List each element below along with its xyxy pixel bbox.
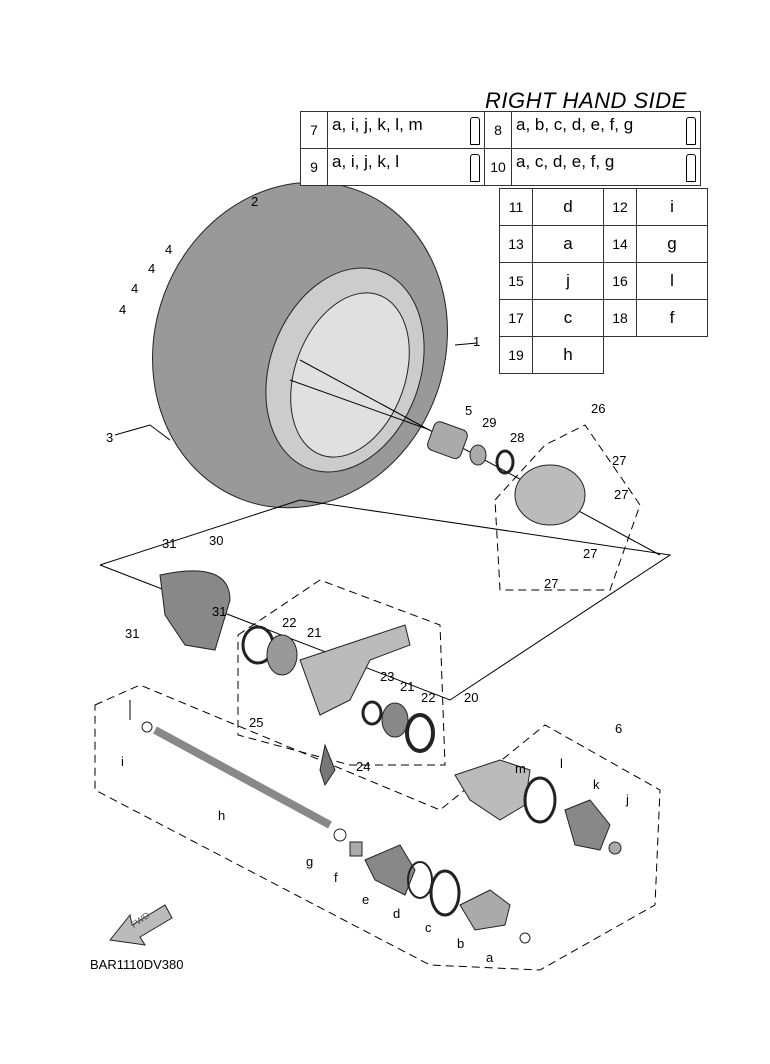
map-num: 12 [603, 188, 637, 226]
map-num: 11 [499, 188, 533, 226]
callout-e: e [362, 892, 370, 907]
callout-k: k [593, 777, 600, 792]
map-part: h [532, 336, 604, 374]
callout-25: 25 [249, 715, 264, 730]
callout-j: j [626, 792, 629, 807]
callout-27: 27 [612, 453, 627, 468]
callout-2: 2 [251, 194, 259, 209]
callout-31: 31 [212, 604, 227, 619]
grease-tube-icon [686, 117, 696, 145]
callout-h: h [218, 808, 226, 823]
tire [152, 181, 448, 509]
callout-24: 24 [356, 759, 371, 774]
callout-29: 29 [482, 415, 497, 430]
callout-1: 1 [473, 334, 481, 349]
callout-26: 26 [591, 401, 606, 416]
callout-4: 4 [165, 242, 173, 257]
callout-27: 27 [614, 487, 629, 502]
callout-3: 3 [106, 430, 114, 445]
callout-30: 30 [209, 533, 224, 548]
callout-21: 21 [307, 625, 322, 640]
grease-tube-icon [686, 154, 696, 182]
map-part: g [636, 225, 708, 263]
map-num: 18 [603, 299, 637, 337]
callout-b: b [457, 936, 465, 951]
grease-ref-num: 10 [484, 148, 512, 186]
callout-20: 20 [464, 690, 479, 705]
grease-parts: a, b, c, d, e, f, g [516, 115, 634, 134]
grease-parts: a, i, j, k, l [332, 152, 400, 171]
callout-5: 5 [465, 403, 473, 418]
grease-parts: a, i, j, k, l, m [332, 115, 423, 134]
map-num: 17 [499, 299, 533, 337]
callout-6: 6 [615, 721, 623, 736]
map-num: 13 [499, 225, 533, 263]
callout-27: 27 [544, 576, 559, 591]
callout-22: 22 [282, 615, 297, 630]
grease-tube-icon [470, 117, 480, 145]
callout-i: i [121, 754, 124, 769]
map-num: 14 [603, 225, 637, 263]
callout-23: 23 [380, 669, 395, 684]
callout-f: f [334, 870, 338, 885]
map-part: i [636, 188, 708, 226]
callout-d: d [393, 906, 401, 921]
callout-31: 31 [162, 536, 177, 551]
callout-22: 22 [421, 690, 436, 705]
map-num: 19 [499, 336, 533, 374]
grease-ref-num: 8 [484, 111, 512, 149]
grease-tube-icon [470, 154, 480, 182]
map-part: c [532, 299, 604, 337]
callout-4: 4 [131, 281, 139, 296]
callout-28: 28 [510, 430, 525, 445]
map-part: f [636, 299, 708, 337]
callout-27: 27 [583, 546, 598, 561]
map-num: 15 [499, 262, 533, 300]
map-part: a [532, 225, 604, 263]
callout-c: c [425, 920, 432, 935]
callout-l: l [560, 756, 563, 771]
map-part: l [636, 262, 708, 300]
callout-a: a [486, 950, 494, 965]
map-part: j [532, 262, 604, 300]
map-num: 16 [603, 262, 637, 300]
callout-4: 4 [148, 261, 156, 276]
callout-m: m [515, 761, 526, 776]
grease-table: 7 a, i, j, k, l, m 8 a, b, c, d, e, f, g… [300, 111, 701, 186]
grease-parts: a, c, d, e, f, g [516, 152, 615, 171]
grease-ref-num: 9 [300, 148, 328, 186]
diagram-code: BAR1110DV380 [90, 957, 184, 972]
callout-4: 4 [119, 302, 127, 317]
page-title: RIGHT HAND SIDE [485, 88, 687, 113]
callout-21: 21 [400, 679, 415, 694]
map-part: d [532, 188, 604, 226]
callout-31: 31 [125, 626, 140, 641]
callout-g: g [306, 854, 314, 869]
grease-ref-num: 7 [300, 111, 328, 149]
